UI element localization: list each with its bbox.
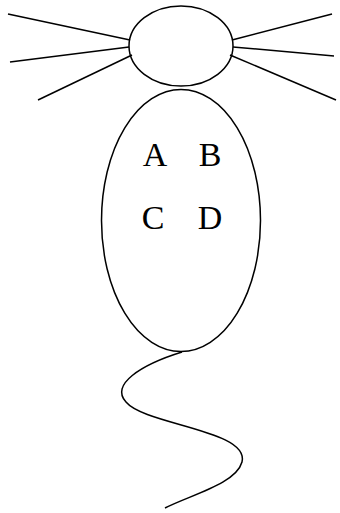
whisker-line xyxy=(38,55,132,100)
whisker-line xyxy=(232,14,332,40)
whisker-line xyxy=(10,47,129,62)
body-ellipse: ABCD xyxy=(100,88,262,353)
part-label: B xyxy=(199,138,222,172)
whisker-line xyxy=(233,47,334,56)
whisker-line xyxy=(230,55,336,100)
whisker-line xyxy=(8,14,130,40)
tail-flagellum xyxy=(122,352,243,508)
head-ellipse xyxy=(129,6,233,86)
part-label: D xyxy=(198,201,223,235)
body-outline xyxy=(100,88,262,353)
body-ellipse-outline xyxy=(102,90,261,352)
part-label: A xyxy=(143,138,168,172)
part-label: C xyxy=(142,201,165,235)
